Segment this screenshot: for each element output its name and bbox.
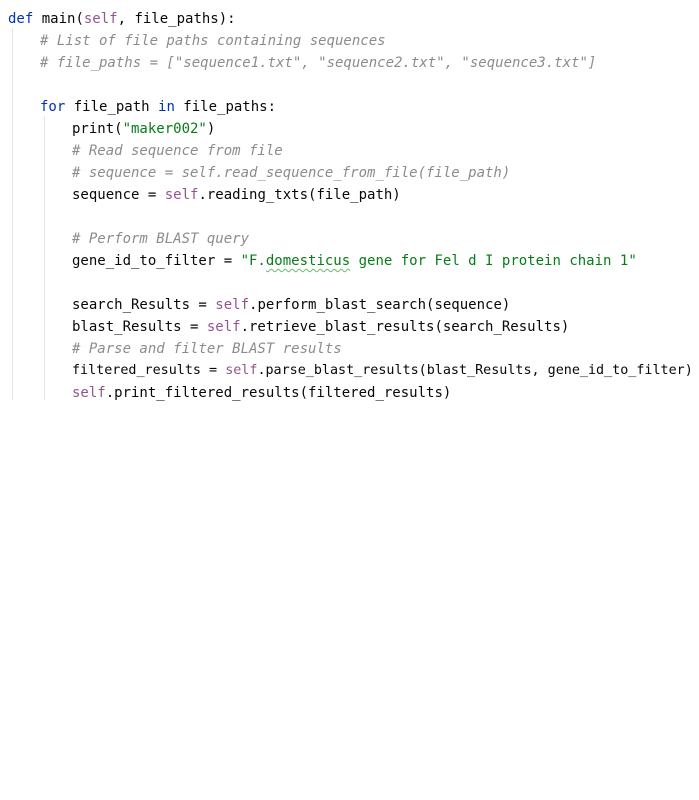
- indent-guide: [12, 28, 13, 400]
- code-line-assign-search-results[interactable]: search_Results = self.perform_blast_sear…: [72, 294, 510, 316]
- keyword-def: def: [8, 11, 34, 27]
- print-call: print(: [72, 121, 123, 137]
- keyword-in: in: [158, 99, 175, 115]
- close-paren: ): [206, 121, 216, 137]
- indent-guide: [44, 116, 45, 400]
- string-literal: "maker002": [122, 121, 207, 137]
- params: , file_paths):: [117, 11, 236, 27]
- spellcheck-underlined-word: domesticus: [265, 253, 351, 269]
- self-keyword: self: [72, 385, 106, 401]
- self-keyword: self: [215, 297, 250, 313]
- method-call: .perform_blast_search(sequence): [249, 297, 511, 313]
- code-line-def-main[interactable]: def main(self, file_paths):: [8, 8, 236, 30]
- method-call: .parse_blast_results(blast_Results, gene…: [257, 363, 693, 378]
- comment-text: # List of file paths containing sequence…: [40, 33, 386, 49]
- comment-text: # Parse and filter BLAST results: [72, 341, 342, 357]
- code-line-comment[interactable]: # Read sequence from file: [72, 140, 283, 162]
- keyword-for: for: [40, 99, 66, 115]
- method-call: .print_filtered_results(filtered_results…: [105, 385, 452, 401]
- comment-text: # Perform BLAST query: [72, 231, 250, 247]
- assignment-lhs: sequence =: [72, 187, 165, 203]
- comment-text: # file_paths = ["sequence1.txt", "sequen…: [40, 55, 597, 71]
- code-editor[interactable]: def main(self, file_paths): # List of fi…: [0, 0, 699, 405]
- assignment-lhs: search_Results =: [72, 297, 216, 313]
- function-name: main(: [33, 11, 84, 27]
- comment-text: # sequence = self.read_sequence_from_fil…: [72, 165, 511, 181]
- self-keyword: self: [225, 363, 258, 378]
- assignment-lhs: filtered_results =: [72, 363, 226, 378]
- code-line-assign-gene-id[interactable]: gene_id_to_filter = "F.domesticus gene f…: [72, 250, 637, 272]
- self-keyword: self: [164, 187, 199, 203]
- code-line-assign-sequence[interactable]: sequence = self.reading_txts(file_path): [72, 184, 401, 206]
- string-literal: "F.: [240, 253, 266, 269]
- comment-text: # Read sequence from file: [72, 143, 283, 159]
- assignment-lhs: blast_Results =: [72, 319, 207, 335]
- code-line-print[interactable]: print("maker002"): [72, 118, 215, 140]
- code-line-print-filtered[interactable]: self.print_filtered_results(filtered_res…: [72, 382, 451, 404]
- code-line-assign-blast-results[interactable]: blast_Results = self.retrieve_blast_resu…: [72, 316, 569, 338]
- loop-iterable: file_paths:: [174, 99, 277, 115]
- code-line-comment[interactable]: # sequence = self.read_sequence_from_fil…: [72, 162, 510, 184]
- loop-variable: file_path: [65, 99, 159, 115]
- string-literal: gene for Fel d I protein chain 1": [350, 253, 637, 269]
- self-keyword: self: [206, 319, 241, 335]
- code-line-assign-filtered-results[interactable]: filtered_results = self.parse_blast_resu…: [72, 360, 693, 382]
- code-line-comment[interactable]: # Parse and filter BLAST results: [72, 338, 342, 360]
- code-line-comment[interactable]: # List of file paths containing sequence…: [40, 30, 386, 52]
- code-line-comment[interactable]: # Perform BLAST query: [72, 228, 249, 250]
- method-call: .reading_txts(file_path): [198, 187, 401, 203]
- code-line-comment[interactable]: # file_paths = ["sequence1.txt", "sequen…: [40, 52, 596, 74]
- method-call: .retrieve_blast_results(search_Results): [240, 319, 570, 335]
- self-keyword: self: [83, 11, 118, 27]
- assignment-lhs: gene_id_to_filter =: [72, 253, 241, 269]
- code-line-for-loop[interactable]: for file_path in file_paths:: [40, 96, 276, 118]
